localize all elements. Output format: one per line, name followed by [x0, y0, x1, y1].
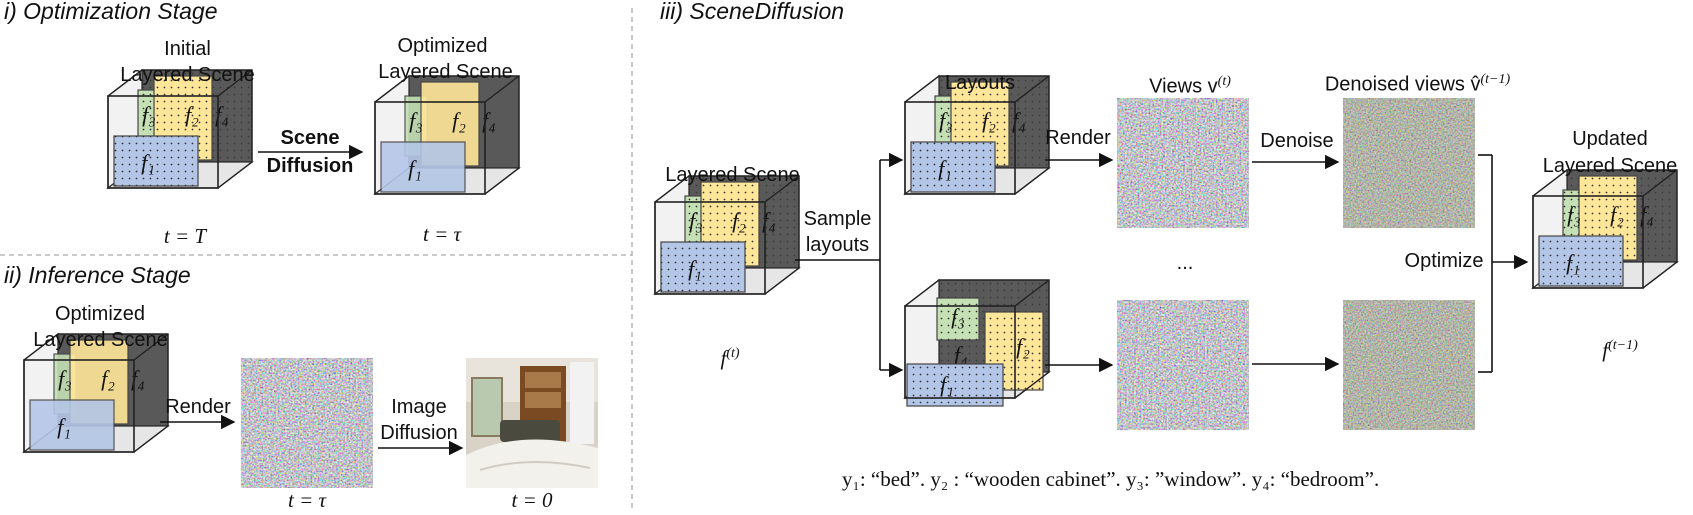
layer-label-f1: f₁	[688, 256, 702, 281]
image-diffusion-label-line1: Image	[391, 396, 447, 418]
layout-top-cube: f₃ f₂ f₄ f₁	[903, 74, 1051, 196]
layer-label-f1: f₁	[57, 414, 71, 439]
layer-label-f4: f₄	[1640, 202, 1654, 227]
layer-label-f1: f₁	[940, 372, 954, 397]
section-title-optimization: i) Optimization Stage	[4, 0, 218, 24]
layer-label-f4: f₄	[762, 208, 776, 233]
sample-layouts-label-line1: Sample	[803, 208, 872, 230]
layouts-label: Layouts	[944, 72, 1016, 94]
inference-time-tau: t = τ	[287, 488, 327, 512]
layer-label-f1: f₁	[141, 150, 155, 175]
scene-diffusion-arrow-label-line2: Diffusion	[266, 155, 354, 177]
f-t-minus-1-label: f(t−1)	[1602, 338, 1638, 362]
inference-time-zero: t = 0	[511, 488, 553, 512]
section-title-inference: ii) Inference Stage	[4, 262, 191, 288]
denoised-views-label: Denoised views v̂(t−1)	[1324, 72, 1511, 96]
denoised-view-top	[1343, 98, 1475, 228]
views-label: Views v(t)	[1149, 74, 1231, 98]
render-label: Render	[1045, 127, 1111, 149]
layer-label-f3: f₃	[409, 108, 423, 133]
layer-label-f2: f₂	[185, 102, 199, 127]
ellipsis: ...	[1176, 252, 1194, 274]
layered-scene-cube: f₃ f₂ f₄ f₁	[653, 174, 801, 296]
layer-label-f3: f₃	[58, 366, 72, 391]
noisy-view-bottom	[1117, 300, 1249, 430]
denoise-label: Denoise	[1260, 130, 1334, 152]
f-t-label: f(t)	[720, 346, 740, 370]
layer-label-f2: f₂	[452, 108, 466, 133]
layer-label-f4: f₄	[215, 102, 229, 127]
noisy-view-inference	[241, 358, 373, 488]
optimize-label: Optimize	[1404, 250, 1484, 272]
initial-scene-title-line1: Initial	[164, 38, 211, 60]
inference-scene-title-line1: Optimized	[54, 303, 146, 325]
noisy-view-top	[1117, 98, 1249, 228]
initial-scene-title-line2: Layered Scene	[120, 64, 255, 86]
time-label-tau: t = τ	[422, 222, 462, 246]
generated-bedroom-image	[466, 358, 598, 488]
layer-label-f4: f₄	[482, 108, 496, 133]
inference-render-label: Render	[165, 396, 231, 418]
optimized-scene-title-line2: Layered Scene	[378, 61, 513, 83]
optimized-layered-scene-cube: f₃ f₂ f₄ f₁	[373, 74, 521, 196]
arrows	[160, 144, 1529, 456]
layer-label-f3: f₃	[939, 108, 953, 133]
time-label-T: t = T	[163, 224, 207, 248]
scene-diffusion-arrow-label-line1: Scene	[280, 127, 340, 149]
denoised-view-bottom	[1343, 300, 1475, 430]
layer-label-f3: f₃	[142, 102, 156, 127]
updated-scene-label-line2: Layered Scene	[1542, 155, 1678, 177]
layer-label-f2: f₂	[1016, 334, 1030, 359]
layer-label-f2: f₂	[1610, 202, 1624, 227]
inference-layered-scene-cube: f₃ f₂ f₄ f₁	[22, 332, 170, 454]
layer-label-f1: f₁	[1566, 250, 1580, 275]
sample-layouts-label-line2: layouts	[805, 234, 870, 256]
layer-label-f3: f₃	[951, 304, 965, 329]
prompt-caption: y₁: “bed”. y₂ : “wooden cabinet”. y₃: ”w…	[842, 467, 1380, 491]
updated-scene-label-line1: Updated	[1572, 128, 1648, 150]
layer-label-f2: f₂	[101, 366, 115, 391]
layer-label-f3: f₃	[689, 208, 703, 233]
inference-scene-title-line2: Layered Scene	[33, 329, 168, 351]
layer-label-f4: f₄	[131, 366, 145, 391]
updated-layered-scene-cube: f₃ f₂ f₄ f₁	[1531, 168, 1679, 290]
initial-layered-scene-cube: f₃ f₂ f₄ f₁	[106, 68, 254, 190]
optimized-scene-title-line1: Optimized	[397, 35, 488, 57]
section-title-scene-diffusion: iii) SceneDiffusion	[660, 0, 845, 24]
layered-scene-label: Layered Scene	[665, 164, 800, 186]
image-diffusion-label-line2: Diffusion	[380, 422, 458, 444]
layer-label-f1: f₁	[938, 156, 952, 181]
layer-label-f4: f₄	[1012, 108, 1026, 133]
layer-label-f2: f₂	[732, 208, 746, 233]
layer-label-f3: f₃	[1567, 202, 1581, 227]
layer-label-f1: f₁	[408, 156, 422, 181]
layer-label-f2: f₂	[982, 108, 996, 133]
layer-label-f4: f₄	[954, 342, 968, 367]
